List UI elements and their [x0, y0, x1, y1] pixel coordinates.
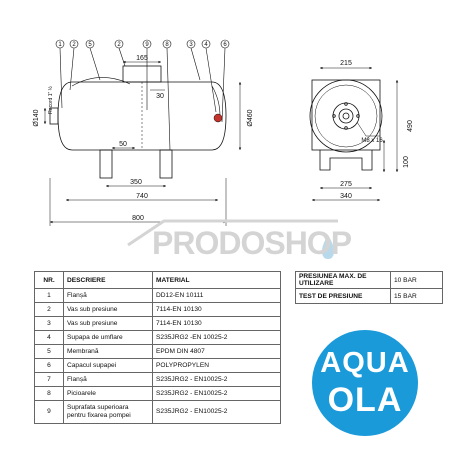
callout-9: 9: [145, 42, 149, 48]
row-nr: 2: [34, 302, 64, 317]
pressure-spec-table: PRESIUNEA MAX. DE UTILIZARE 10 BAR TEST …: [295, 271, 443, 304]
house-outline-icon: [127, 219, 338, 259]
table-row: 4 Supapa de umflare S235JRG2 -EN 10025-2: [34, 330, 281, 345]
row-material: DD12-EN 10111: [152, 288, 281, 303]
logo-line-1: AQUA: [320, 347, 410, 379]
callout-2: 2: [72, 42, 76, 48]
dim-460: Ø460: [247, 109, 254, 126]
dim-m8: M8 x 16: [361, 138, 383, 144]
technical-drawing: 1 2 5 2 9 8 3 4 6 165 30 50 350: [33, 39, 414, 226]
dim-740: 740: [136, 193, 148, 200]
row-desc: Capacul supapei: [63, 358, 153, 373]
watermark: PRODOSHOP: [124, 215, 354, 265]
front-dimensions: [43, 60, 242, 226]
row-nr: 3: [34, 316, 64, 331]
header-material: MATERIAL: [152, 271, 281, 289]
callout-1: 1: [58, 42, 62, 48]
spec-value: 15 BAR: [390, 288, 443, 304]
row-desc: Flanșă: [63, 372, 153, 387]
table-row: 5 Membrană EPDM DIN 4807: [34, 344, 281, 359]
row-material: 7114-EN 10130: [152, 302, 281, 317]
row-desc: Suprafata superioara pentru fixarea pomp…: [63, 400, 153, 424]
dim-100: 100: [403, 156, 410, 168]
spec-label: TEST DE PRESIUNE: [295, 288, 391, 304]
aquaola-logo: AQUA OLA: [312, 330, 418, 436]
callout-bubbles: [55, 39, 230, 151]
callout-3: 3: [189, 42, 193, 48]
row-material: 7114-EN 10130: [152, 316, 281, 331]
table-row: 9 Suprafata superioara pentru fixarea po…: [34, 400, 281, 424]
table-row: 3 Vas sub presiune 7114-EN 10130: [34, 316, 281, 331]
dim-215: 215: [340, 60, 352, 67]
dim-490: 490: [407, 120, 414, 132]
spec-value: 10 BAR: [390, 271, 443, 289]
callout-4: 4: [204, 42, 208, 48]
row-desc: Flanșă: [63, 288, 153, 303]
parts-table-header: NR. DESCRIERE MATERIAL: [34, 271, 281, 289]
row-material: POLYPROPYLEN: [152, 358, 281, 373]
dim-275: 275: [340, 181, 352, 188]
watermark-text: PRODOSHOP: [152, 225, 352, 261]
row-material: S235JRG2 - EN10025-2: [152, 372, 281, 387]
dim-30: 30: [156, 93, 164, 100]
callout-2b: 2: [117, 42, 121, 48]
header-description: DESCRIERE: [63, 271, 153, 289]
row-nr: 1: [34, 288, 64, 303]
header-nr: NR.: [34, 271, 64, 289]
side-dimensions: [312, 66, 399, 202]
row-material: EPDM DIN 4807: [152, 344, 281, 359]
row-material: S235JRG2 - EN10025-2: [152, 400, 281, 424]
tank-side-view: [309, 79, 383, 171]
row-desc: Picioarele: [63, 386, 153, 401]
logo-line-2: OLA: [327, 381, 403, 419]
row-nr: 9: [34, 400, 64, 424]
row-desc: Supapa de umflare: [63, 330, 153, 345]
row-nr: 5: [34, 344, 64, 359]
parts-table: NR. DESCRIERE MATERIAL 1 Flanșă DD12-EN …: [34, 271, 281, 424]
dim-connection: Racord 1" ½: [47, 85, 54, 113]
table-row: 1 Flanșă DD12-EN 10111: [34, 288, 281, 303]
dim-340: 340: [340, 193, 352, 200]
row-nr: 4: [34, 330, 64, 345]
table-row: 2 Vas sub presiune 7114-EN 10130: [34, 302, 281, 317]
row-desc: Membrană: [63, 344, 153, 359]
row-desc: Vas sub presiune: [63, 316, 153, 331]
row-material: S235JRG2 -EN 10025-2: [152, 330, 281, 345]
tank-front-view: [49, 65, 227, 179]
spec-row: TEST DE PRESIUNE 15 BAR: [295, 288, 443, 304]
table-row: 7 Flanșă S235JRG2 - EN10025-2: [34, 372, 281, 387]
row-nr: 7: [34, 372, 64, 387]
spec-label: PRESIUNEA MAX. DE UTILIZARE: [295, 271, 391, 289]
callout-5: 5: [88, 42, 92, 48]
row-nr: 8: [34, 386, 64, 401]
callout-6: 6: [223, 42, 227, 48]
row-nr: 6: [34, 358, 64, 373]
table-row: 8 Picioarele S235JRG2 - EN10025-2: [34, 386, 281, 401]
dim-50: 50: [119, 141, 127, 148]
table-row: 6 Capacul supapei POLYPROPYLEN: [34, 358, 281, 373]
row-material: S235JRG2 - EN10025-2: [152, 386, 281, 401]
dim-350: 350: [130, 179, 142, 186]
callout-8: 8: [165, 42, 169, 48]
dim-800: 800: [132, 215, 144, 222]
spec-row: PRESIUNEA MAX. DE UTILIZARE 10 BAR: [295, 271, 443, 289]
row-desc: Vas sub presiune: [63, 302, 153, 317]
dim-140: Ø140: [33, 109, 40, 126]
dim-165: 165: [136, 55, 148, 62]
